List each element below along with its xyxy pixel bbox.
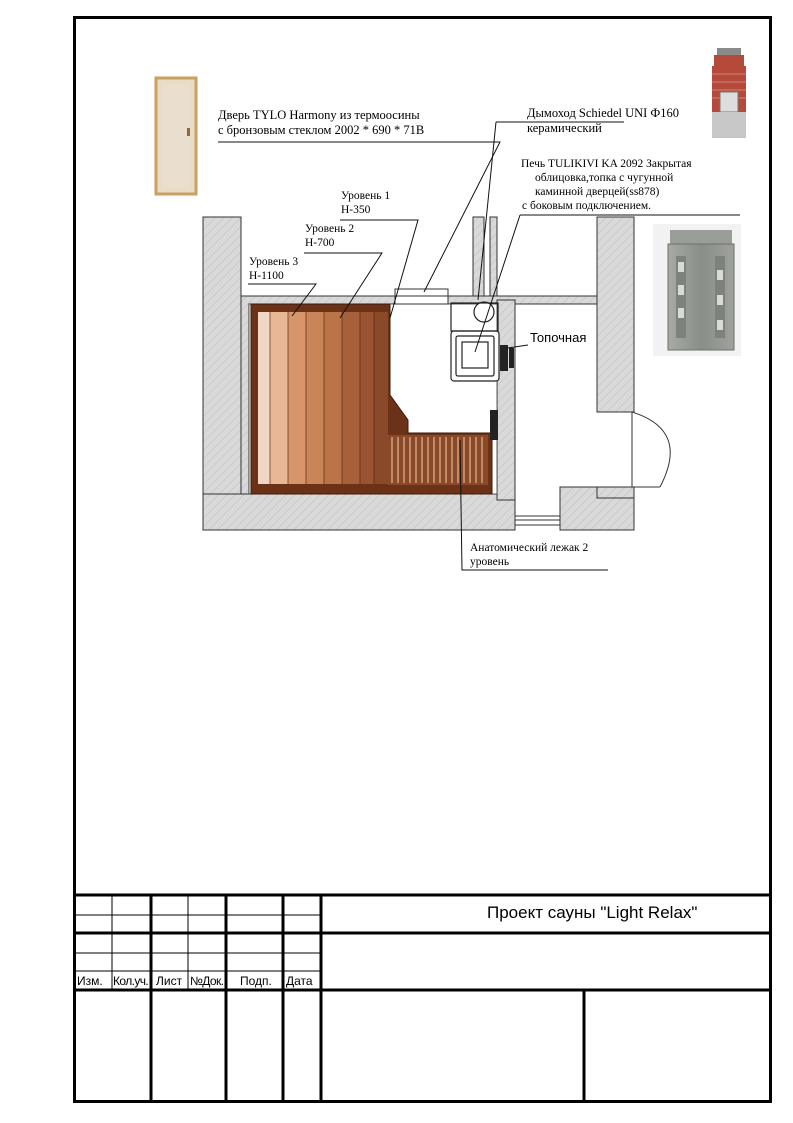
level3-height: H-1100 bbox=[249, 270, 284, 282]
level2-annotation: Уровень 2 H-700 bbox=[305, 222, 354, 250]
level1-name: Уровень 1 bbox=[341, 190, 391, 202]
stove-illustration bbox=[653, 224, 741, 356]
lounger-annotation-line1: Анатомический лежак 2 bbox=[470, 542, 589, 554]
level1-annotation: Уровень 1 H-350 bbox=[341, 189, 390, 217]
header-doc-no: №Док. bbox=[190, 974, 224, 988]
firebox-window bbox=[514, 515, 561, 526]
drawing-frame bbox=[73, 16, 772, 1103]
header-podp: Подп. bbox=[240, 974, 272, 988]
lounger-annotation: Анатомический лежак 2 уровень bbox=[470, 541, 588, 569]
stove-fittings bbox=[490, 345, 514, 440]
header-kol-uch: Кол.уч. bbox=[113, 974, 149, 988]
chimney-illustration bbox=[712, 48, 746, 138]
leader-lines bbox=[218, 121, 740, 571]
lounger-annotation-line2: уровень bbox=[470, 556, 510, 568]
stove-annotation: Печь TULIKIVI KA 2092 Закрытая облицовка… bbox=[521, 157, 692, 213]
project-title: Проект сауны "Light Relax" bbox=[487, 903, 698, 922]
header-list: Лист bbox=[156, 974, 183, 988]
chimney-annotation-line2: керамический bbox=[527, 121, 602, 135]
header-izm: Изм. bbox=[77, 974, 103, 988]
chimney-annotation-line1: Дымоход Schiedel UNI Ф160 bbox=[527, 106, 680, 120]
level2-name: Уровень 2 bbox=[305, 223, 355, 235]
chimney-annotation: Дымоход Schiedel UNI Ф160 керамический bbox=[527, 106, 679, 136]
stove-annotation-line4: с боковым подключением. bbox=[522, 200, 651, 212]
stove-plan bbox=[450, 301, 500, 382]
header-data: Дата bbox=[286, 974, 313, 988]
level2-height: H-700 bbox=[305, 237, 335, 249]
door-annotation: Дверь TYLO Harmony из термоосины с бронз… bbox=[218, 108, 424, 138]
level3-name: Уровень 3 bbox=[249, 256, 299, 268]
title-block-grid bbox=[75, 893, 772, 1101]
level1-height: H-350 bbox=[341, 204, 371, 216]
level3-annotation: Уровень 3 H-1100 bbox=[249, 255, 298, 283]
stove-annotation-line2: облицовка,топка с чугунной bbox=[535, 172, 674, 184]
door-illustration bbox=[154, 76, 198, 196]
sauna-door-plan bbox=[394, 288, 449, 305]
stove-annotation-line3: каминной дверцей(ss878) bbox=[535, 186, 660, 198]
firebox-room-door bbox=[631, 411, 671, 488]
door-annotation-line1: Дверь TYLO Harmony из термоосины bbox=[218, 108, 420, 122]
door-annotation-line2: с бронзовым стеклом 2002 * 690 * 71B bbox=[218, 123, 425, 137]
stove-annotation-line1: Печь TULIKIVI KA 2092 Закрытая bbox=[521, 158, 692, 170]
anatomical-lounger bbox=[388, 435, 488, 485]
firebox-room-label: Топочная bbox=[530, 330, 587, 345]
